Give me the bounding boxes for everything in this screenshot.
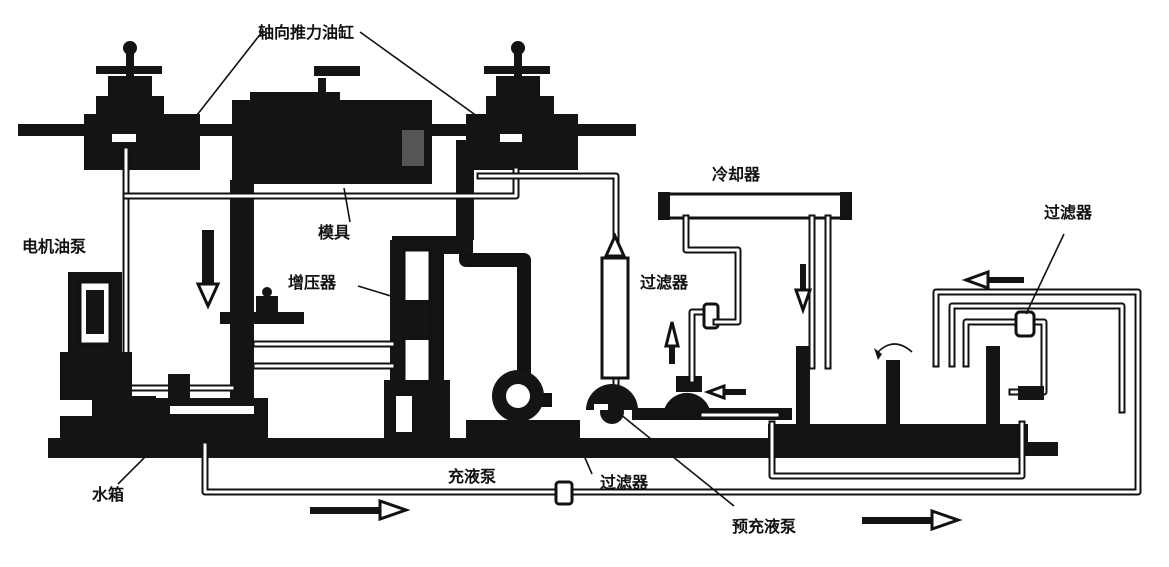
flow-arrow-up-column xyxy=(603,232,627,258)
press-top-beam-lower xyxy=(84,114,200,170)
label-prefill-pump: 预充液泵 xyxy=(732,517,796,536)
prefill-pump xyxy=(586,384,638,424)
cooler xyxy=(658,192,852,370)
mold-block xyxy=(232,66,432,184)
label-axial-cylinder: 轴向推力油缸 xyxy=(258,23,354,42)
leader-mold xyxy=(343,187,351,223)
label-water-tank: 水箱 xyxy=(92,485,124,504)
label-filter-right: 过滤器 xyxy=(1044,203,1093,222)
leader-axial-cylinder-a xyxy=(189,31,263,125)
label-motor-pump: 电机油泵 xyxy=(22,237,86,256)
label-booster: 增压器 xyxy=(288,273,337,292)
base-platform xyxy=(48,438,1020,458)
base-platform-right xyxy=(1020,442,1058,456)
label-fill-pump: 充液泵 xyxy=(448,467,496,486)
leader-axial-cylinder-b xyxy=(359,31,489,125)
flow-arrow-left-mid xyxy=(703,383,746,401)
filter-bottom xyxy=(554,480,574,506)
flow-arrow-down-left xyxy=(195,230,221,310)
booster xyxy=(384,240,450,440)
label-filter-bottom: 过滤器 xyxy=(600,473,649,492)
press-column-left xyxy=(230,180,254,410)
leader-filter-right xyxy=(1025,233,1065,315)
flow-arrow-top-right xyxy=(961,269,1024,291)
leader-filter-bottom xyxy=(571,427,593,475)
leader-water-tank xyxy=(117,441,161,485)
filter-mid-assembly xyxy=(664,302,720,410)
pipe-left-cylinder xyxy=(122,146,236,392)
axial-cylinder-left xyxy=(96,41,164,142)
fill-pump xyxy=(466,370,580,440)
label-cooler: 冷却器 xyxy=(712,165,761,184)
filter-right xyxy=(1014,310,1044,400)
axial-cylinder-right xyxy=(484,41,554,142)
motor-pump xyxy=(60,272,156,440)
flow-arrow-bottom-left xyxy=(310,498,411,522)
water-tank xyxy=(156,374,268,440)
label-mold: 模具 xyxy=(318,223,350,242)
lower-cylinder xyxy=(768,343,1028,480)
leader-prefill-pump xyxy=(619,413,735,507)
flow-arrow-bottom-right xyxy=(862,508,963,532)
pipe-to-filter-column xyxy=(476,172,620,396)
valve-left-column xyxy=(220,287,304,324)
press-column-right xyxy=(456,140,474,240)
leader-booster xyxy=(357,285,405,301)
label-filter-mid: 过滤器 xyxy=(640,273,689,292)
